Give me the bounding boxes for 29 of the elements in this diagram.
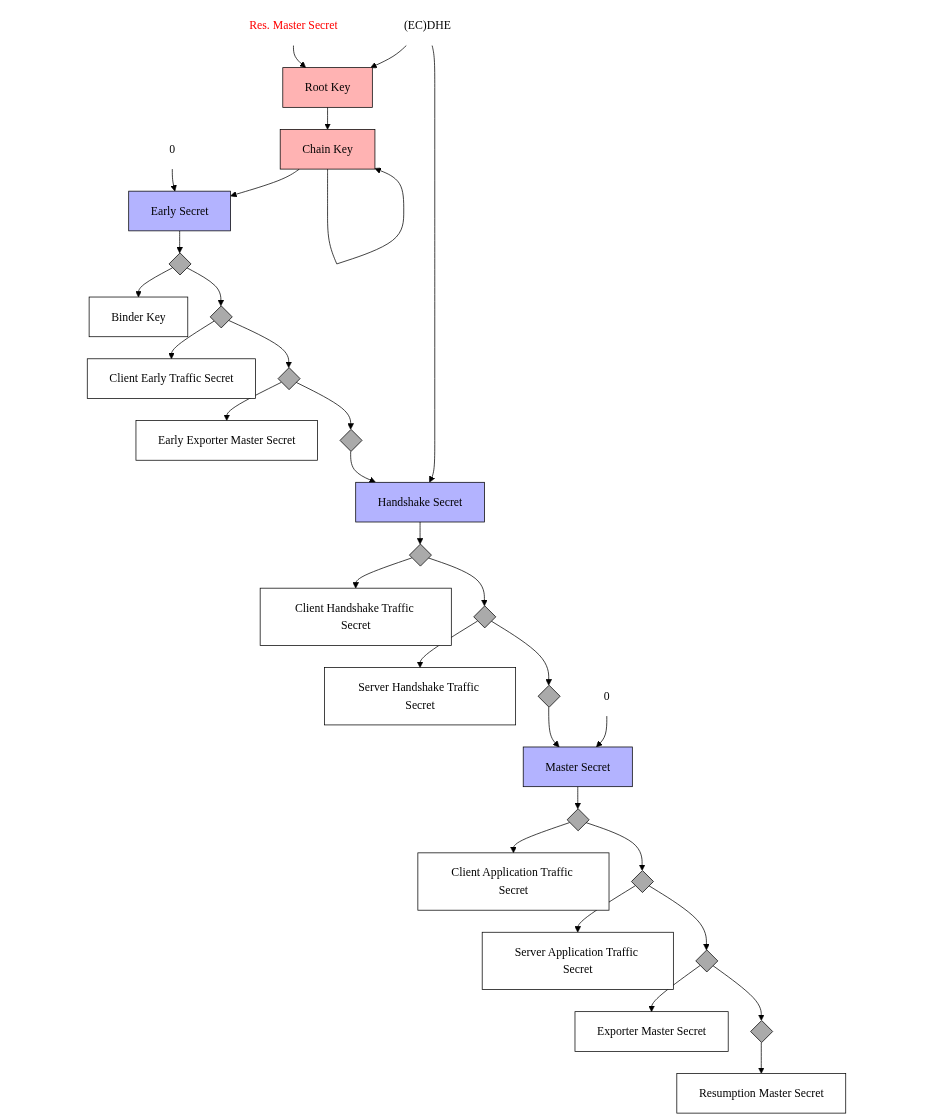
node-text: (EC)DHE (403, 19, 451, 32)
node-diamond (695, 949, 719, 973)
node-diamond (473, 605, 497, 629)
node-box: Client Early Traffic Secret (86, 358, 256, 399)
node-diamond (409, 543, 432, 567)
node-diamond (537, 684, 561, 708)
node-diamond (277, 367, 301, 391)
node-box: Client Application Traffic Secret (417, 852, 610, 911)
node-box: Server Application Traffic Secret (481, 931, 674, 990)
node-box: Root Key (282, 67, 373, 108)
node-box: Master Secret (522, 746, 633, 788)
node-box: Server Handshake Traffic Secret (324, 667, 516, 726)
node-diamond (566, 808, 590, 832)
node-diamond (339, 429, 363, 452)
node-box: Handshake Secret (355, 481, 485, 523)
node-box: Early Secret (128, 190, 231, 232)
node-box: Resumption Master Secret (676, 1073, 847, 1114)
node-box: Exporter Master Secret (574, 1011, 729, 1052)
node-diamond (209, 305, 233, 329)
node-box: Early Exporter Master Secret (135, 420, 318, 461)
node-text: 0 (169, 142, 176, 156)
node-diamond (168, 252, 192, 276)
node-box: Binder Key (88, 296, 189, 338)
node-diamond (631, 870, 654, 893)
node-box: Client Handshake Traffic Secret (259, 587, 452, 646)
node-text: Res. Master Secret (249, 19, 338, 32)
node-text: 0 (603, 689, 610, 703)
node-box: Chain Key (279, 129, 376, 170)
node-diamond (750, 1020, 774, 1043)
